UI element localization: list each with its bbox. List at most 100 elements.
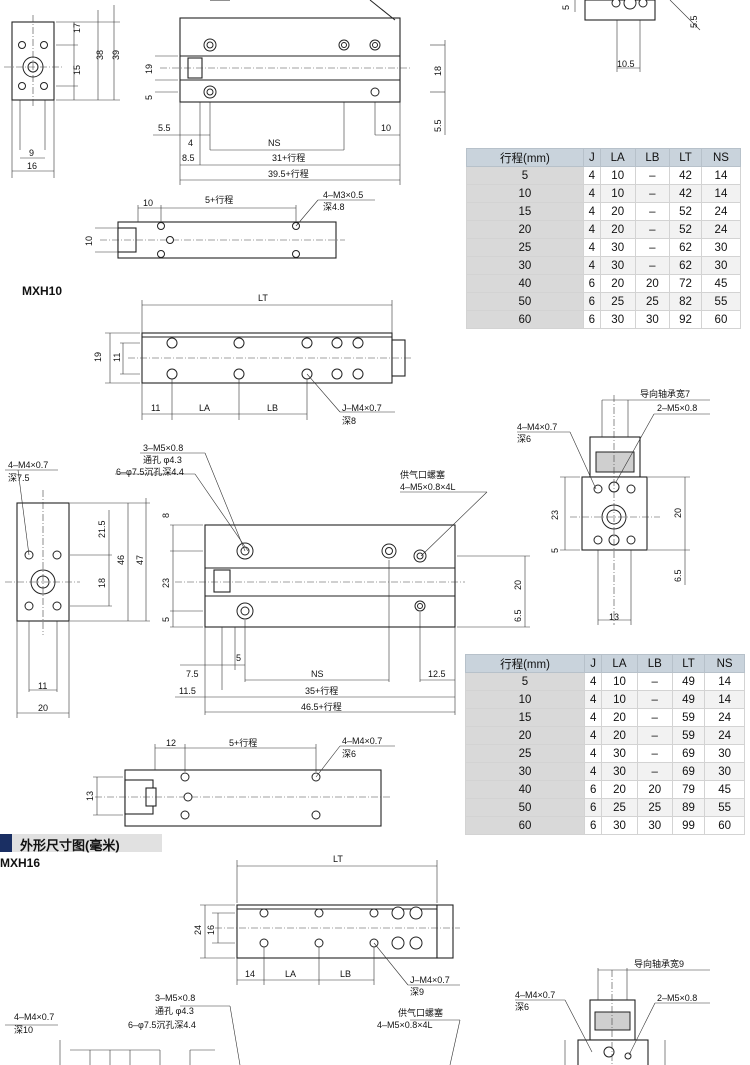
dim-text: 38 xyxy=(95,50,105,60)
table-cell: 40 xyxy=(466,274,584,293)
table-cell: 10 xyxy=(465,690,585,709)
dim-text: 46.5+行程 xyxy=(301,701,342,712)
table-cell: 69 xyxy=(671,744,706,763)
dim-text: 2–M5×0.8 xyxy=(657,403,697,413)
table-cell: 14 xyxy=(700,184,742,203)
top-side-view xyxy=(153,0,446,185)
dim-text: J–M4×0.7 xyxy=(410,975,450,985)
dim-text: 12.5 xyxy=(428,669,446,679)
table-cell: 59 xyxy=(671,726,706,745)
dim-text: 35+行程 xyxy=(305,685,338,696)
dim-text: 5 xyxy=(161,617,171,622)
table-cell: 4 xyxy=(582,256,601,275)
column-header: LA xyxy=(601,654,638,673)
dim-text: 5+行程 xyxy=(205,194,233,205)
table-cell: 6 xyxy=(583,798,603,817)
table-cell: – xyxy=(634,202,671,221)
dim-text: 6–φ7.5沉孔深4.4 xyxy=(128,1020,196,1030)
table-cell: 15 xyxy=(465,708,585,727)
dim-text: LA xyxy=(285,969,296,979)
table-cell: 4 xyxy=(582,184,601,203)
dim-text: 5 xyxy=(561,5,571,10)
mxh10-bottom-view xyxy=(93,744,395,827)
dim-text: 深7.5 xyxy=(8,473,30,483)
table-cell: 10 xyxy=(599,166,636,185)
column-header: LB xyxy=(634,148,671,167)
dim-text: 20 xyxy=(673,508,683,518)
dim-text: 深6 xyxy=(515,1002,529,1012)
section-title: 外形尺寸图(毫米) xyxy=(20,838,120,853)
table-cell: 25 xyxy=(465,744,585,763)
table-cell: 30 xyxy=(636,816,673,835)
dim-text: 23 xyxy=(550,510,560,520)
table-cell: 20 xyxy=(601,708,638,727)
dim-text: 4–M3×0.5 xyxy=(323,190,363,200)
table-cell: 52 xyxy=(669,202,702,221)
dim-text: LB xyxy=(267,403,278,413)
table-cell: 30 xyxy=(466,256,584,275)
dim-text: 20 xyxy=(38,703,48,713)
table-cell: 52 xyxy=(669,220,702,239)
top-bottom-view xyxy=(95,199,375,259)
table-cell: 24 xyxy=(704,726,745,745)
table-cell: 4 xyxy=(582,238,601,257)
dim-text: 4–M4×0.7 xyxy=(8,460,48,470)
table-cell: 6 xyxy=(582,274,601,293)
dim-text: 导向轴承宽7 xyxy=(640,388,690,399)
table-cell: 30 xyxy=(601,762,638,781)
dim-text: 深6 xyxy=(342,749,356,759)
dim-text: 10 xyxy=(143,198,153,208)
table-cell: 20 xyxy=(601,726,638,745)
table-cell: 25 xyxy=(466,238,584,257)
dim-text: 24 xyxy=(193,925,203,935)
table-cell: 4 xyxy=(583,744,603,763)
table-cell: 10 xyxy=(601,690,638,709)
dim-text: 16 xyxy=(27,161,37,171)
table-cell: 72 xyxy=(669,274,702,293)
dim-text: 深10 xyxy=(14,1025,33,1035)
dim-text: 11 xyxy=(151,403,160,413)
table-cell: 42 xyxy=(669,184,702,203)
mxh16-side-view xyxy=(5,1005,461,1065)
dim-text: 13 xyxy=(85,791,95,801)
table-cell: 4 xyxy=(583,690,603,709)
table-cell: – xyxy=(634,220,671,239)
column-header: 行程(mm) xyxy=(465,654,585,673)
table-cell: 14 xyxy=(704,690,745,709)
table-cell: 25 xyxy=(601,798,638,817)
dim-text: 深9 xyxy=(410,987,424,997)
table-cell: 79 xyxy=(671,780,706,799)
dim-text: 4–M4×0.7 xyxy=(14,1012,54,1022)
dim-text: 4 xyxy=(188,138,193,148)
column-header: NS xyxy=(700,148,742,167)
dim-text: 4–M4×0.7 xyxy=(515,990,555,1000)
dim-text: 5 xyxy=(144,95,154,100)
dim-text: 10.5 xyxy=(617,59,635,69)
column-header: LA xyxy=(599,148,636,167)
dim-text: 深8 xyxy=(342,416,356,426)
top-right-end-view xyxy=(574,0,701,72)
dim-text: 21.5 xyxy=(97,520,107,538)
table-cell: 30 xyxy=(599,310,636,329)
table-cell: 60 xyxy=(704,816,745,835)
table-cell: 20 xyxy=(634,274,671,293)
table-cell: 62 xyxy=(669,238,702,257)
table-cell: – xyxy=(636,726,673,745)
section-header: 外形尺寸图(毫米) xyxy=(0,834,162,853)
dim-text: 11 xyxy=(38,681,47,691)
dim-text: 20 xyxy=(513,580,523,590)
table-cell: – xyxy=(636,762,673,781)
mxh10-side-view xyxy=(115,452,530,715)
table-cell: 4 xyxy=(583,762,603,781)
table-cell: 6 xyxy=(583,780,603,799)
